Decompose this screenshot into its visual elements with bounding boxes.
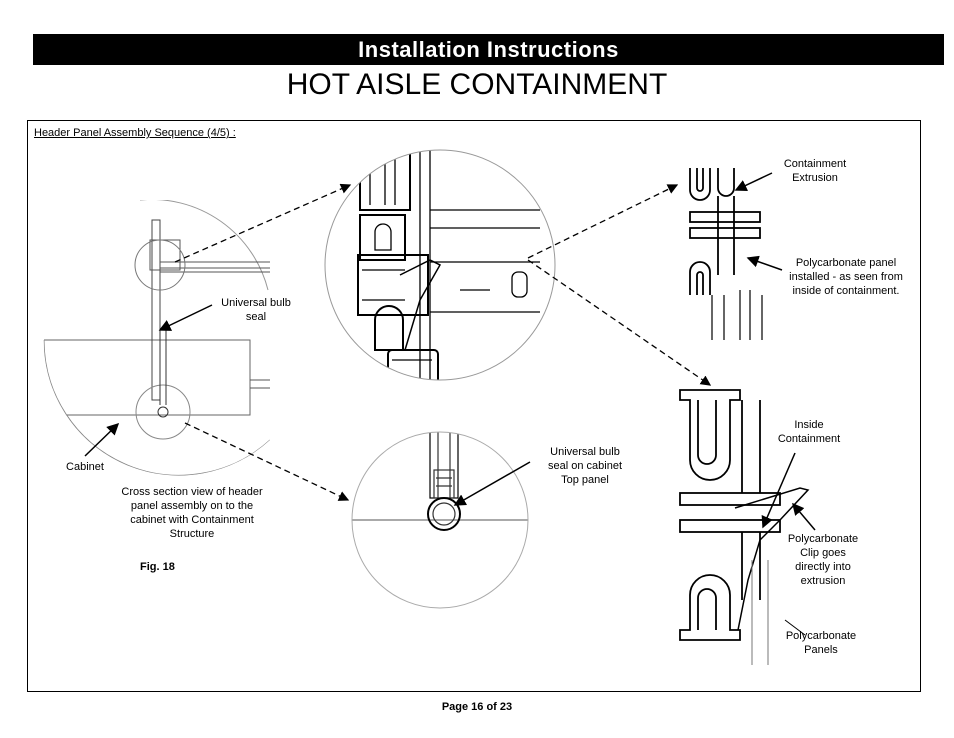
polycarbonate-clip-drawing	[679, 389, 810, 665]
page-title: HOT AISLE CONTAINMENT	[286, 68, 668, 101]
figure-number: Fig. 18	[140, 561, 175, 573]
magnified-extrusion-detail	[325, 150, 555, 380]
page-number: Page 16 of 23	[441, 701, 513, 713]
overview-drawing	[43, 200, 270, 476]
section-label: Header Panel Assembly Sequence (4/5) :	[34, 127, 236, 139]
label-containment-extrusion: Containment Extrusion	[783, 158, 847, 184]
callout-dashed-lines	[174, 183, 712, 501]
label-universal-bulb-seal: Universal bulb seal	[221, 297, 291, 323]
containment-extrusion-drawing	[689, 168, 763, 340]
label-cross-section: Cross section view of header panel assem…	[121, 486, 263, 540]
leader-arrows	[84, 172, 816, 636]
label-inside-containment: Inside Containment	[777, 419, 841, 445]
label-bulb-seal-top-panel: Universal bulb seal on cabinet Top panel	[548, 446, 622, 486]
section-banner: Installation Instructions	[33, 34, 944, 65]
label-polycarbonate-installed: Polycarbonate panel installed - as seen …	[789, 257, 903, 297]
label-polycarbonate-panels: Polycarbonate Panels	[785, 630, 857, 656]
figure-frame	[27, 120, 921, 692]
label-cabinet: Cabinet	[66, 461, 104, 473]
magnified-bulb-seal	[352, 432, 528, 531]
label-polycarbonate-clip: Polycarbonate Clip goes directly into ex…	[787, 533, 859, 587]
